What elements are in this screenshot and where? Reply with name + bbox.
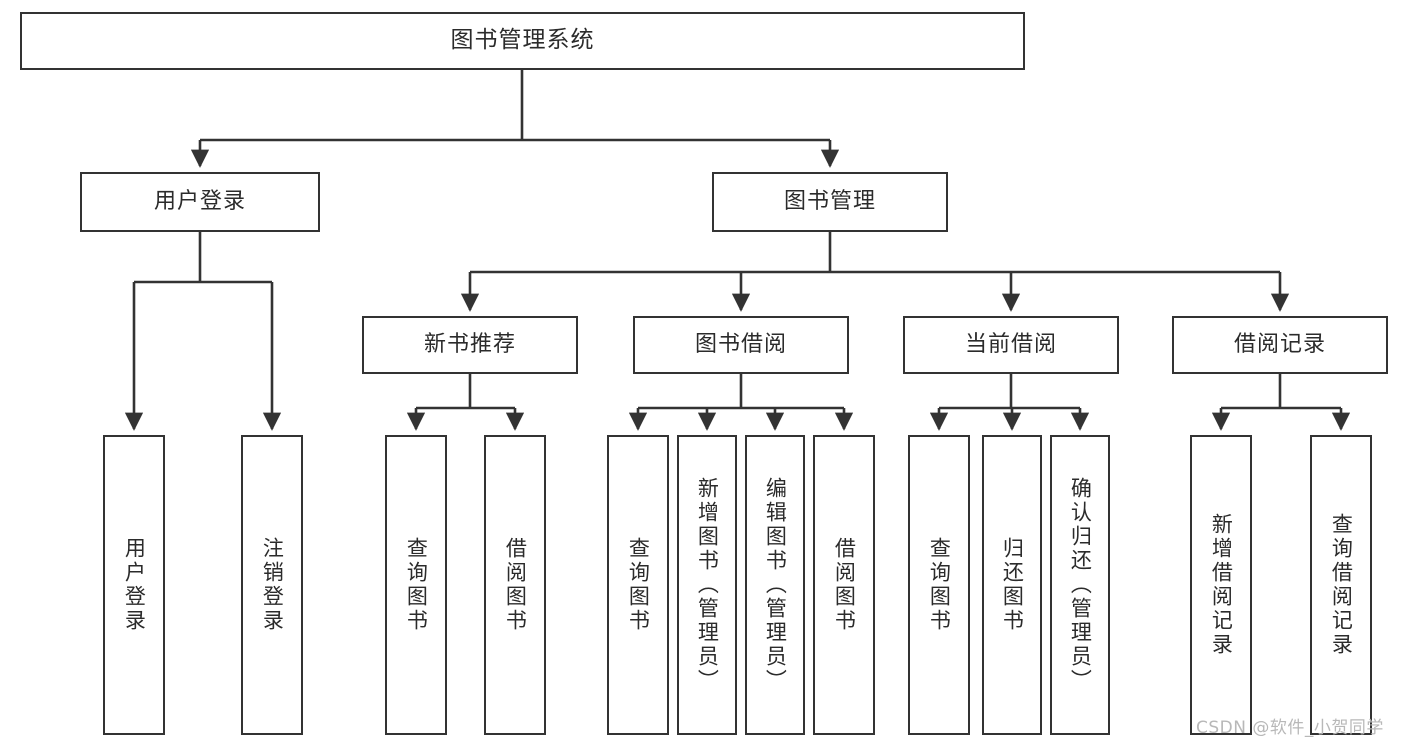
node-level3-0[interactable]: 新书推荐 [362,316,578,374]
node-leaf-10[interactable]: 确认归还（管理员） [1050,435,1110,735]
node-leaf-8[interactable]: 查询图书 [908,435,970,735]
node-level2-1[interactable]: 图书管理 [712,172,948,232]
node-leaf-11[interactable]: 新增借阅记录 [1190,435,1252,735]
node-leaf-6[interactable]: 编辑图书（管理员） [745,435,805,735]
node-level3-2[interactable]: 当前借阅 [903,316,1119,374]
csdn-watermark: CSDN @软件_小贺同学 [1196,718,1384,738]
node-leaf-7[interactable]: 借阅图书 [813,435,875,735]
node-leaf-4[interactable]: 查询图书 [607,435,669,735]
node-root[interactable]: 图书管理系统 [20,12,1025,70]
node-level2-0[interactable]: 用户登录 [80,172,320,232]
node-leaf-5[interactable]: 新增图书（管理员） [677,435,737,735]
node-leaf-1[interactable]: 注销登录 [241,435,303,735]
node-leaf-3[interactable]: 借阅图书 [484,435,546,735]
node-level3-1[interactable]: 图书借阅 [633,316,849,374]
node-leaf-0[interactable]: 用户登录 [103,435,165,735]
node-leaf-9[interactable]: 归还图书 [982,435,1042,735]
node-leaf-12[interactable]: 查询借阅记录 [1310,435,1372,735]
node-leaf-2[interactable]: 查询图书 [385,435,447,735]
node-level3-3[interactable]: 借阅记录 [1172,316,1388,374]
